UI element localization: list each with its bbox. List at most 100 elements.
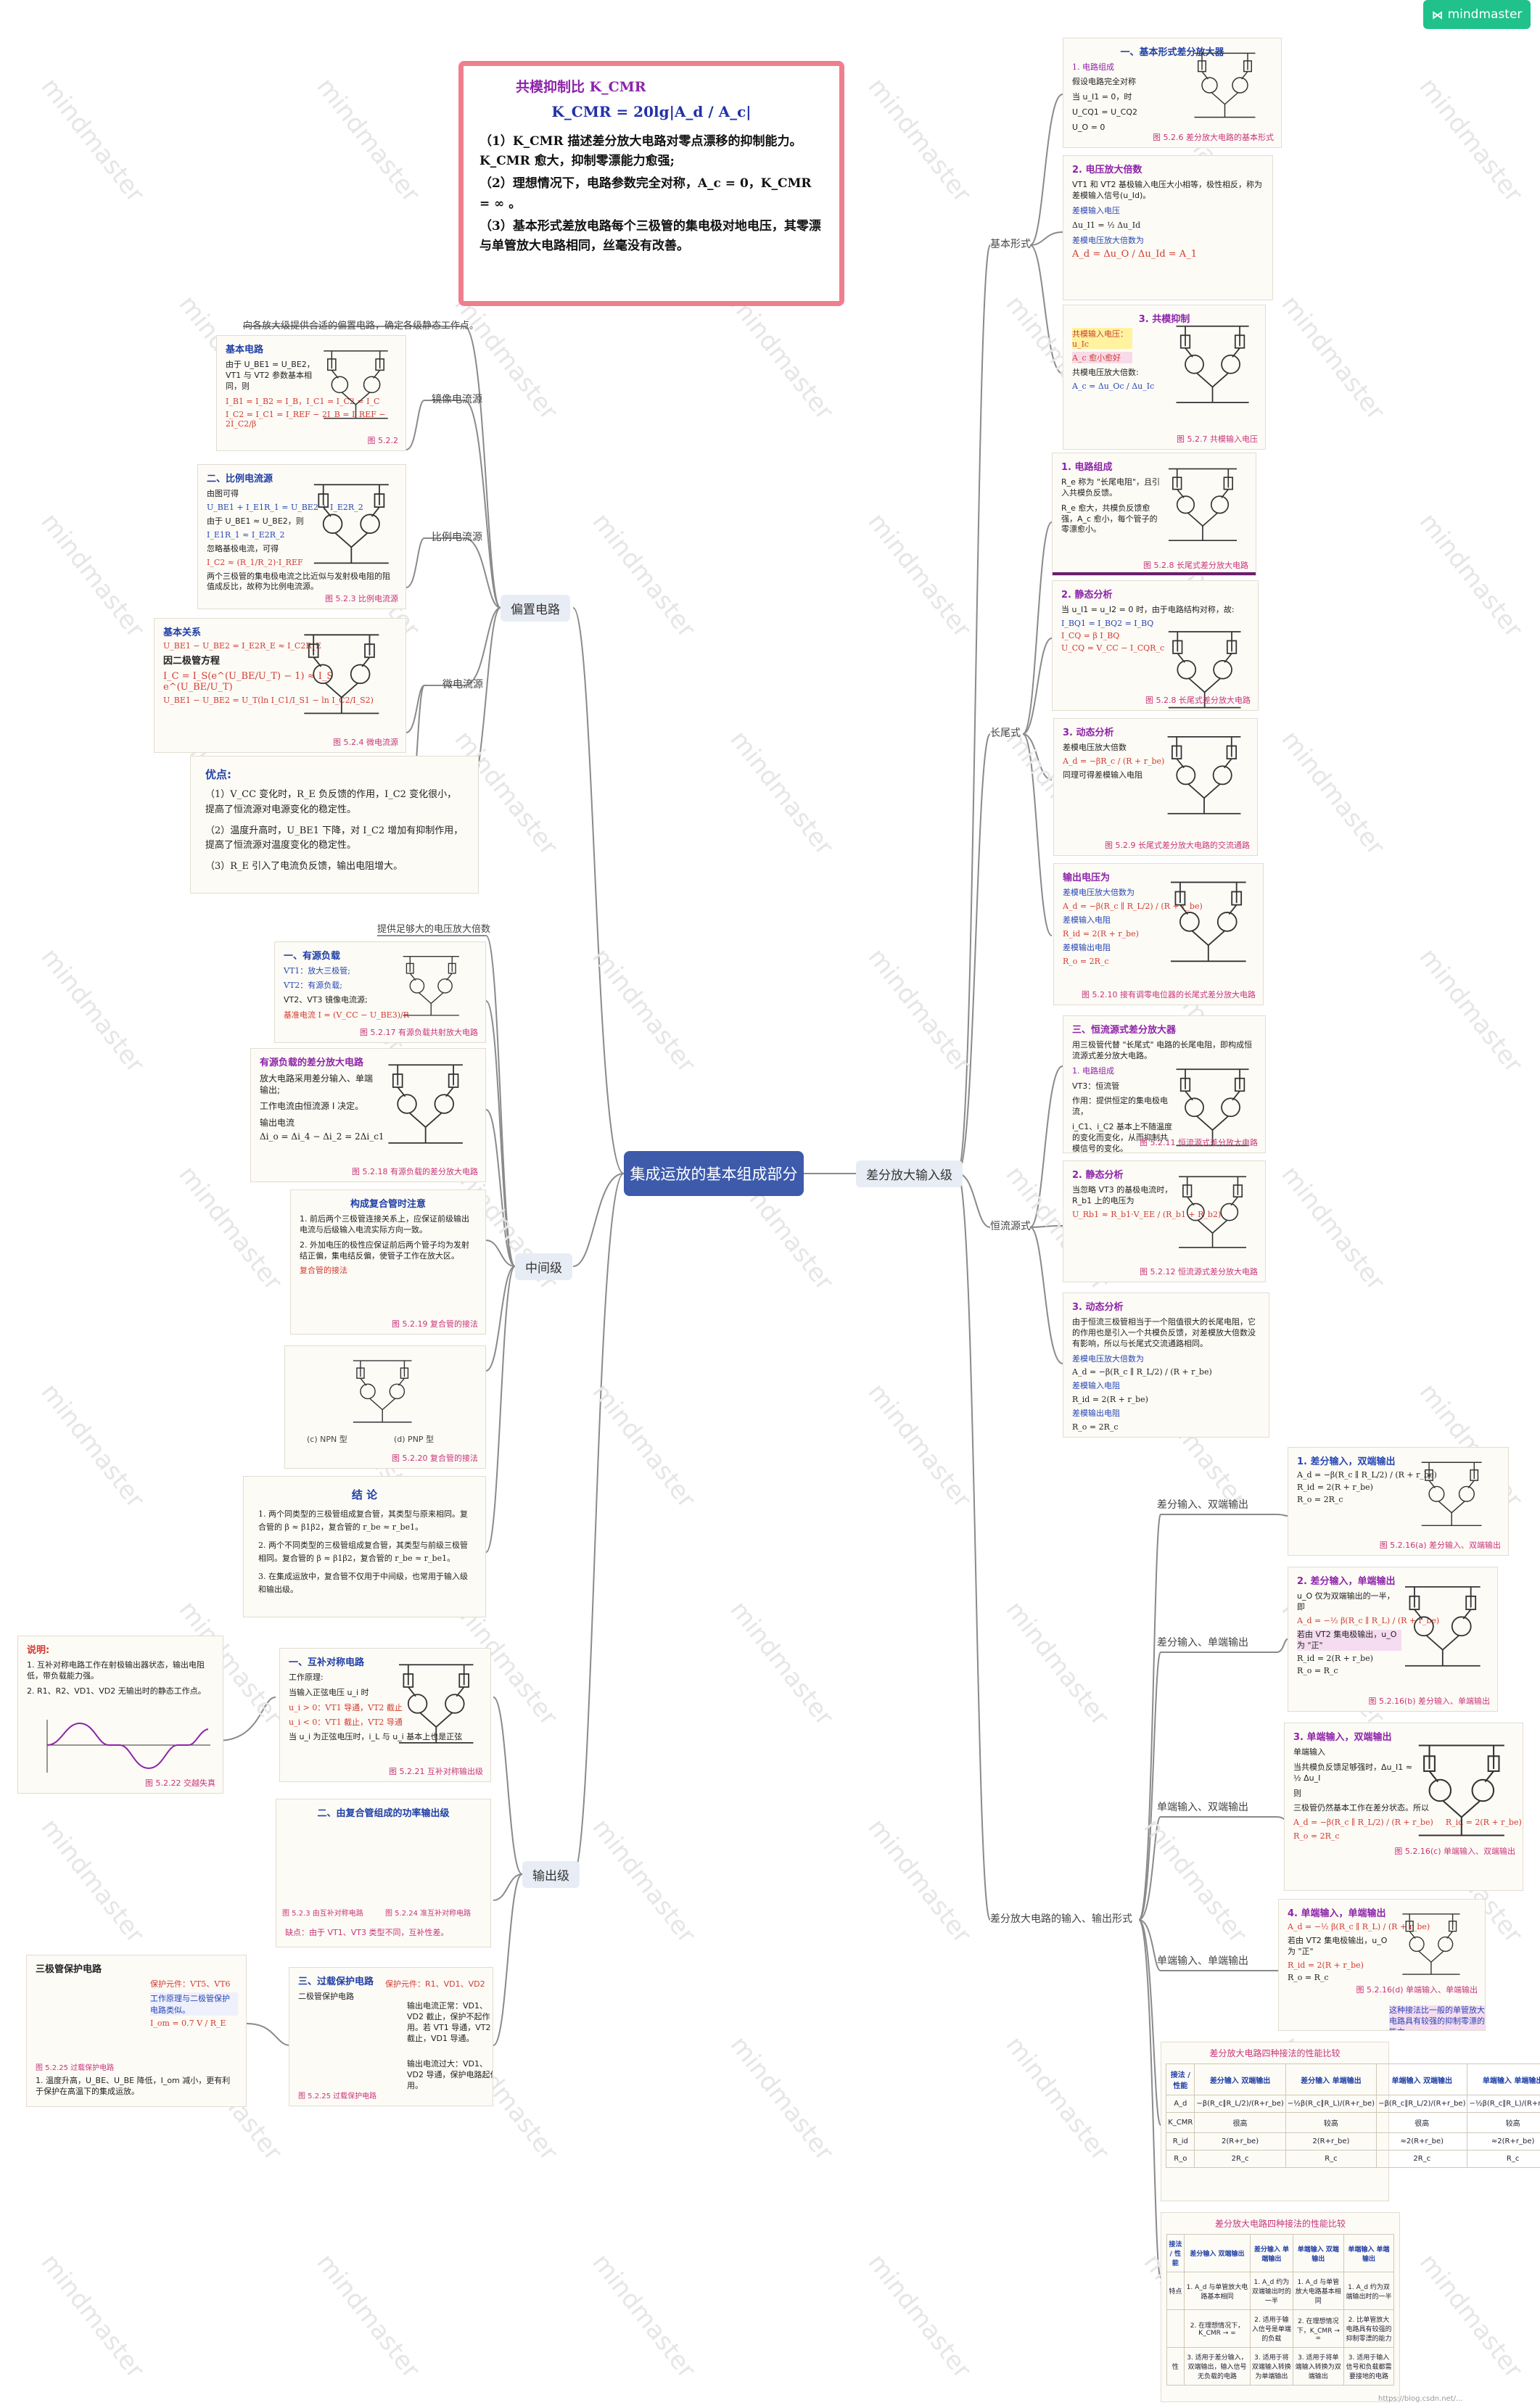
kcmr-formula: K_CMR = 20lg|A_d / A_c| xyxy=(479,103,823,120)
circuit-element xyxy=(382,1398,395,1409)
bias-sub-mirror[interactable]: 镜像电流源 xyxy=(432,392,482,406)
bias-sub-micro[interactable]: 微电流源 xyxy=(442,677,483,691)
t2-header: 接法 / 性能 xyxy=(1166,2235,1185,2272)
io-sub-1[interactable]: 差分输入、双端输出 xyxy=(1157,1497,1248,1512)
circuit-element xyxy=(1202,78,1217,93)
circuit-element xyxy=(398,1087,405,1097)
io-sub-2[interactable]: 差分输入、单端输出 xyxy=(1157,1635,1248,1649)
circuit-element xyxy=(1242,72,1248,80)
circuit-element xyxy=(1185,1091,1193,1100)
t2-cell: 2. 适用于输入信号是单端的负载 xyxy=(1250,2310,1293,2348)
circuit-element xyxy=(1232,348,1240,358)
table-row: 性 3. 适用于差分输入，双端输出，输入信号无负载的电路 3. 适用于将双端输入… xyxy=(1166,2348,1394,2386)
card-push-pull: 一、互补对称电路 工作原理: 当输入正弦电压 u_i 时 u_i > 0：VT1… xyxy=(279,1648,491,1782)
circuit-element xyxy=(437,979,451,993)
root-node[interactable]: 集成运放的基本组成部分 xyxy=(624,1151,804,1196)
circuit-element xyxy=(374,370,380,378)
card-lt-2: 2. 静态分析 当 u_I1 = u_I2 = 0 时，由于电路结构对称，故: … xyxy=(1052,580,1259,711)
circuit-element xyxy=(419,993,430,1003)
t1-cell: 较高 xyxy=(1285,2113,1376,2133)
t2-cell: 3. 适用于将单端输入转换为双端输出 xyxy=(1293,2348,1343,2386)
io-4-circuit xyxy=(1385,1908,1478,1980)
diff-sub-basic[interactable]: 基本形式 xyxy=(990,236,1031,251)
card-quasi-fig-2: 图 5.2.24 准互补对称电路 xyxy=(385,1907,471,1918)
t1-cell: R_o xyxy=(1166,2151,1195,2168)
circuit-element xyxy=(1222,1098,1240,1116)
circuit-element xyxy=(1473,1780,1494,1802)
t1-cell: 2(R+r_be) xyxy=(1195,2133,1285,2151)
circuit-element xyxy=(1189,784,1204,798)
branch-middle[interactable]: 中间级 xyxy=(515,1253,572,1280)
card-basic-2-line-4: 差模电压放大倍数为 xyxy=(1072,234,1272,246)
branch-bias[interactable]: 偏置电路 xyxy=(501,595,570,622)
diff-sub-io[interactable]: 差分放大电路的输入、输出形式 xyxy=(990,1911,1132,1926)
comparison-table-1-title: 差分放大电路四种接法的性能比较 xyxy=(1161,2047,1388,2059)
t1-header: 差分输入 单端输出 xyxy=(1285,2064,1376,2095)
circuit-element xyxy=(1188,514,1203,527)
card-lt-3-fig: 图 5.2.9 长尾式差分放大电路的交流通路 xyxy=(1105,839,1250,851)
card-lt-3-line-3: 同理可得差模输入电阻 xyxy=(1063,770,1164,781)
bias-sub-ratio[interactable]: 比例电流源 xyxy=(432,529,482,544)
comparison-table-1-grid: 接法 / 性能 差分输入 双端输出 差分输入 单端输出 单端输入 双端输出 单端… xyxy=(1166,2063,1540,2168)
circuit-element xyxy=(1464,1609,1471,1619)
diff-sub-long-tail[interactable]: 长尾式 xyxy=(990,725,1021,740)
branch-output[interactable]: 输出级 xyxy=(522,1861,580,1888)
comparison-table-2-title: 差分放大电路四种接法的性能比较 xyxy=(1161,2217,1399,2230)
card-ratio-line-5: 忽略基极电流，可得 xyxy=(207,544,310,555)
circuit-element xyxy=(410,979,424,993)
t2-cell: 1. A_d 与单管放大电路基本相同 xyxy=(1185,2272,1251,2310)
io-sub-4[interactable]: 单端输入、单端输出 xyxy=(1157,1953,1248,1968)
circuit-element xyxy=(1212,1221,1227,1233)
card-io-2-fig: 图 5.2.16(b) 差分输入、单端输出 xyxy=(1368,1695,1490,1707)
diff-sub-constant[interactable]: 恒流源式 xyxy=(990,1219,1031,1233)
t1-cell: ≈2(R+r_be) xyxy=(1467,2133,1540,2151)
card-basic-1-line-3: 当 u_I1 = 0，时 xyxy=(1072,92,1181,103)
circuit-element xyxy=(1204,784,1219,798)
card-basic-3-fig: 图 5.2.7 共模输入电压 xyxy=(1177,433,1258,445)
circuit-element xyxy=(1203,514,1217,527)
card-ratio-line-1: 由图可得 xyxy=(207,489,310,500)
circuit-element xyxy=(410,1113,426,1127)
kcmr-line-3: （3）基本形式差放电路每个三极管的集电极对地电压，其零漂与单管放大电路相同，丝毫… xyxy=(479,217,823,256)
io-2-circuit xyxy=(1396,1576,1490,1677)
t1-header: 单端输入 双端输出 xyxy=(1377,2064,1467,2095)
circuit-element xyxy=(314,657,321,667)
card-basic-1: 一、基本形式差分放大器 1. 电路组成 假设电路完全对称 当 u_I1 = 0，… xyxy=(1063,38,1282,148)
middle-intro: 提供足够大的电压放大倍数 xyxy=(377,921,490,935)
circuit-element xyxy=(372,507,379,516)
circuit-element xyxy=(398,1378,404,1385)
circuit-element xyxy=(1468,1480,1474,1488)
circuit-element xyxy=(342,683,358,697)
active-load-circuit xyxy=(384,951,479,1021)
card-darlington-line-3: 复合管的接法 xyxy=(300,1264,485,1276)
t1-header: 差分输入 双端输出 xyxy=(1195,2064,1285,2095)
io-1-circuit xyxy=(1402,1456,1501,1532)
card-lt-1-fig: 图 5.2.8 长尾式差分放大电路 xyxy=(1143,559,1248,571)
circuit-element xyxy=(446,973,452,981)
card-io-3-line-1: 单端输入 xyxy=(1293,1747,1412,1758)
card-ratio-fig: 图 5.2.3 比例电流源 xyxy=(325,593,398,604)
circuit-element xyxy=(1214,766,1232,784)
branch-diff[interactable]: 差分放大输入级 xyxy=(856,1160,963,1187)
circuit-element xyxy=(1224,759,1232,768)
card-io-3-line-7: R_o = 2R_c xyxy=(1293,1831,1340,1841)
card-mirror: 基本电路 由于 U_BE1 = U_BE2，VT1 与 VT2 参数基本相同，则… xyxy=(216,335,406,451)
circuit-element xyxy=(1486,1771,1494,1782)
t2-cell: 3. 适用于输入信号和负载都需要接地的电路 xyxy=(1343,2348,1394,2386)
card-basic-2-line-3: Δu_I1 = ½ Δu_Id xyxy=(1072,220,1264,231)
card-mirror-line: 由于 U_BE1 = U_BE2，VT1 与 VT2 参数基本相同，则 xyxy=(226,360,320,392)
circuit-element xyxy=(1221,1203,1238,1220)
brand-logo[interactable]: ⋈ mindmaster xyxy=(1423,0,1531,29)
card-active-load-fig: 图 5.2.17 有源负载共射放大电路 xyxy=(360,1026,478,1038)
circuit-element xyxy=(445,1694,464,1713)
circuit-element xyxy=(1429,1480,1435,1488)
t1-cell: R_id xyxy=(1166,2133,1195,2151)
card-protect-1-title: 三极管保护电路 xyxy=(36,1961,246,1975)
t1-cell: K_CMR xyxy=(1166,2113,1195,2133)
circuit-element xyxy=(1185,1098,1203,1116)
t2-header: 差分输入 双端输出 xyxy=(1185,2235,1251,2272)
circuit-element xyxy=(1419,1951,1431,1962)
io-sub-3[interactable]: 单端输入、双端输出 xyxy=(1157,1799,1248,1814)
card-ratio-line-3: 由于 U_BE1 ≈ U_BE2，则 xyxy=(207,516,310,527)
card-cs-1-line-1: 用三极管代替 "长尾式" 电路的长尾电阻，即构成恒流源式差分放大电路。 xyxy=(1072,1040,1258,1062)
